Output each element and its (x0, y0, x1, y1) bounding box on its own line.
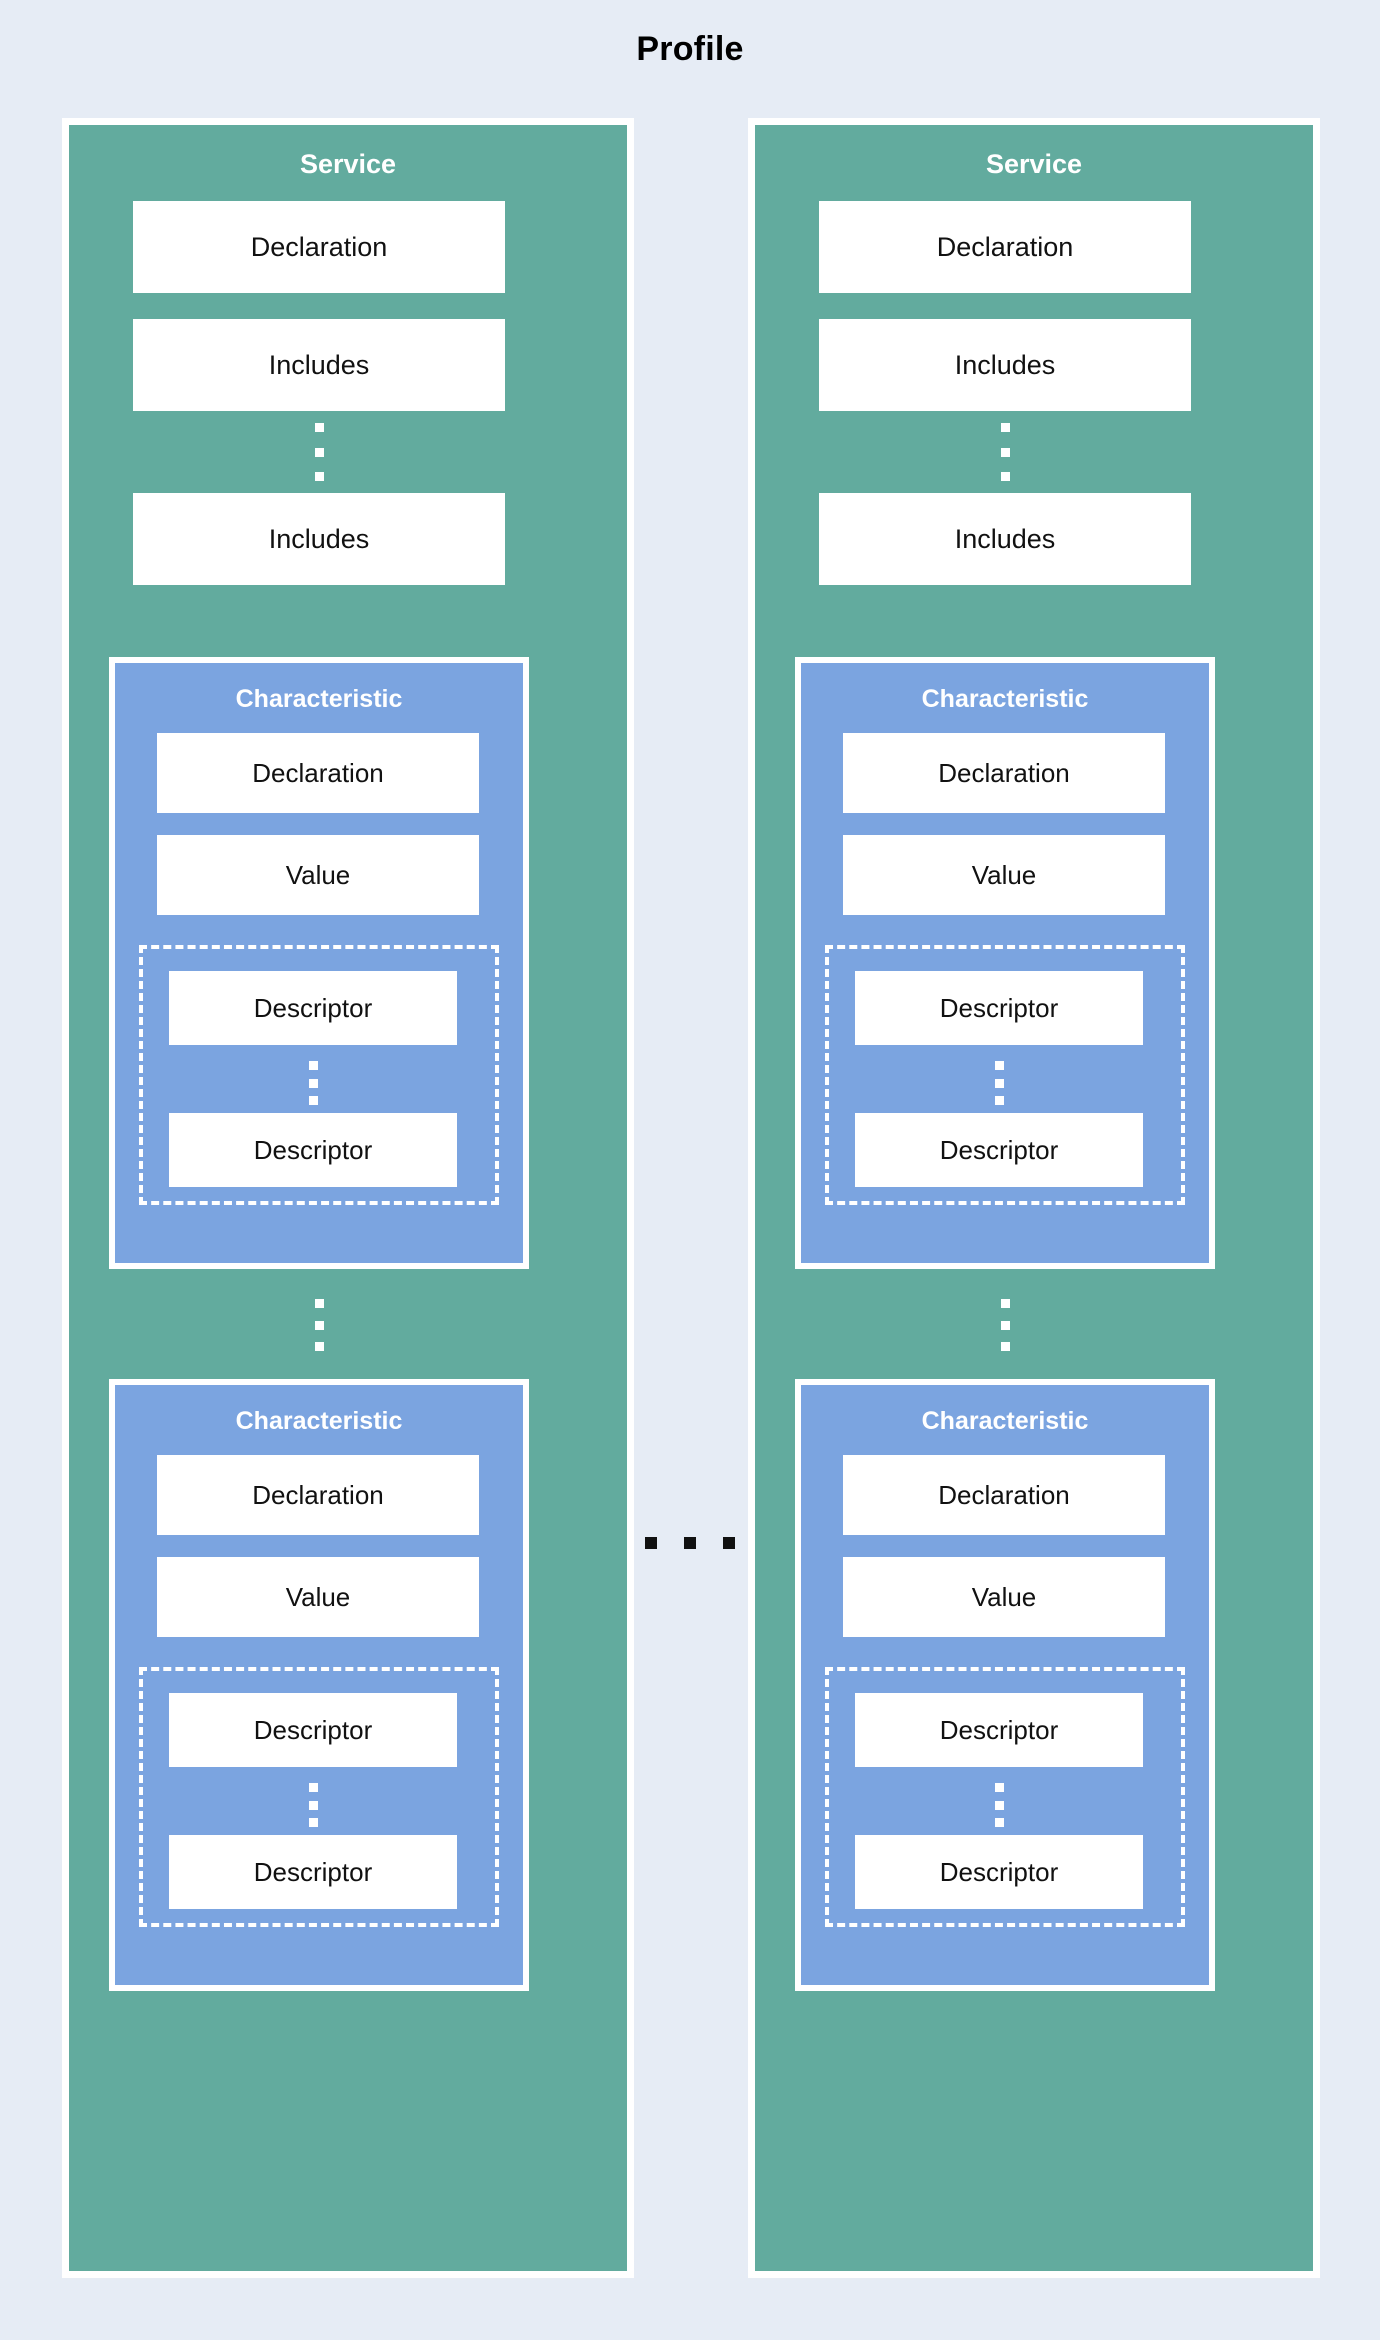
descriptor-box-first: Descriptor (169, 971, 457, 1045)
characteristic-title: Characteristic (235, 1407, 403, 1435)
characteristic-box-2: Characteristic Declaration Value Descrip… (109, 1379, 529, 1991)
characteristic-declaration-box: Declaration (157, 1455, 479, 1535)
service-title: Service (985, 149, 1083, 179)
characteristic-title: Characteristic (921, 1407, 1089, 1435)
characteristic-box-1: Characteristic Declaration Value Descrip… (795, 657, 1215, 1269)
characteristic-title: Characteristic (235, 685, 403, 713)
descriptor-box-first: Descriptor (169, 1693, 457, 1767)
descriptor-box-last: Descriptor (855, 1113, 1143, 1187)
page-title: Profile (636, 30, 744, 68)
characteristic-box-2: Characteristic Declaration Value Descrip… (795, 1379, 1215, 1991)
descriptor-box-first: Descriptor (855, 971, 1143, 1045)
service-includes-ellipsis-icon (819, 423, 1191, 481)
service-title: Service (299, 149, 397, 179)
characteristic-declaration-box: Declaration (157, 733, 479, 813)
service-includes-box-last: Includes (819, 493, 1191, 585)
descriptor-group: Descriptor Descriptor (825, 945, 1185, 1205)
characteristic-value-box: Value (157, 835, 479, 915)
characteristic-declaration-box: Declaration (843, 733, 1165, 813)
service-includes-box-first: Includes (133, 319, 505, 411)
descriptor-box-last: Descriptor (169, 1113, 457, 1187)
descriptor-ellipsis-icon (169, 1061, 457, 1105)
descriptor-box-first: Descriptor (855, 1693, 1143, 1767)
descriptor-group: Descriptor Descriptor (139, 1667, 499, 1927)
descriptor-ellipsis-icon (855, 1783, 1143, 1827)
service-declaration-box: Declaration (819, 201, 1191, 293)
service-box-2: Service Declaration Includes Includes Ch… (748, 118, 1320, 2278)
services-row: Service Declaration Includes Includes Ch… (0, 118, 1380, 2280)
service-box-1: Service Declaration Includes Includes Ch… (62, 118, 634, 2278)
characteristic-declaration-box: Declaration (843, 1455, 1165, 1535)
descriptor-box-last: Descriptor (855, 1835, 1143, 1909)
characteristics-ellipsis-icon (109, 1299, 529, 1351)
services-ellipsis-icon (645, 1536, 735, 1550)
descriptor-ellipsis-icon (169, 1783, 457, 1827)
descriptor-group: Descriptor Descriptor (825, 1667, 1185, 1927)
service-includes-ellipsis-icon (133, 423, 505, 481)
service-declaration-box: Declaration (133, 201, 505, 293)
characteristic-title: Characteristic (921, 685, 1089, 713)
characteristic-value-box: Value (843, 1557, 1165, 1637)
characteristic-value-box: Value (843, 835, 1165, 915)
service-includes-box-first: Includes (819, 319, 1191, 411)
descriptor-group: Descriptor Descriptor (139, 945, 499, 1205)
characteristic-box-1: Characteristic Declaration Value Descrip… (109, 657, 529, 1269)
descriptor-box-last: Descriptor (169, 1835, 457, 1909)
characteristics-ellipsis-icon (795, 1299, 1215, 1351)
characteristic-value-box: Value (157, 1557, 479, 1637)
descriptor-ellipsis-icon (855, 1061, 1143, 1105)
service-includes-box-last: Includes (133, 493, 505, 585)
